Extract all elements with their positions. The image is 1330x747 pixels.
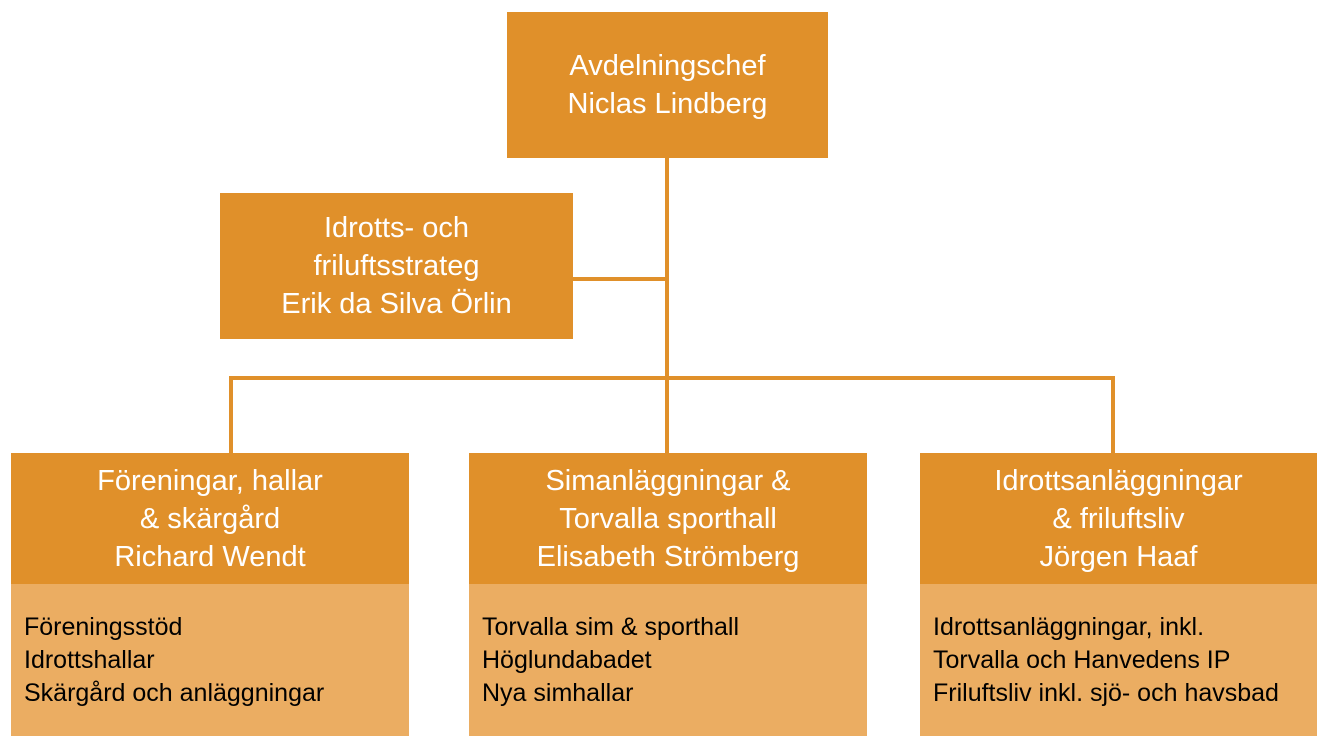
unit-idrottsanlaggningar-header: Idrottsanläggningar & friluftsliv Jörgen… [920,453,1317,584]
unit-foreningar-title-1: Föreningar, hallar [97,464,323,497]
strategist-box: Idrotts- och friluftsstrateg Erik da Sil… [220,193,573,339]
unit-simanlaggningar-manager: Elisabeth Strömberg [536,540,800,573]
unit-simanlaggningar-responsibilities: Torvalla sim & sporthall Höglundabadet N… [469,584,867,736]
unit-idrottsanlaggningar-title-2: & friluftsliv [1052,502,1185,535]
responsibility-item: Nya simhallar [482,679,634,707]
strategist-name: Erik da Silva Örlin [281,288,512,320]
unit-foreningar-manager: Richard Wendt [114,540,306,573]
responsibility-item: Torvalla sim & sporthall [482,613,740,641]
responsibility-item: Höglundabadet [482,646,652,674]
unit-simanlaggningar-title-2: Torvalla sporthall [559,502,777,535]
responsibility-item: Torvalla och Hanvedens IP [933,646,1231,674]
department-head-name: Niclas Lindberg [567,88,768,120]
responsibility-item: Friluftsliv inkl. sjö- och havsbad [933,679,1279,707]
unit-idrottsanlaggningar-title-1: Idrottsanläggningar [994,464,1243,497]
unit-foreningar-responsibilities: Föreningsstöd Idrottshallar Skärgård och… [11,584,409,736]
responsibility-item: Idrottshallar [24,646,155,674]
unit-foreningar: Föreningar, hallar & skärgård Richard We… [11,453,409,736]
responsibility-item: Föreningsstöd [24,613,183,641]
department-head-title: Avdelningschef [569,50,766,82]
responsibility-item: Idrottsanläggningar, inkl. [933,613,1205,641]
unit-foreningar-header: Föreningar, hallar & skärgård Richard We… [11,453,409,584]
unit-simanlaggningar: Simanläggningar & Torvalla sporthall Eli… [469,453,867,736]
unit-idrottsanlaggningar-responsibilities: Idrottsanläggningar, inkl. Torvalla och … [920,584,1317,736]
unit-foreningar-title-2: & skärgård [139,502,281,535]
unit-simanlaggningar-header: Simanläggningar & Torvalla sporthall Eli… [469,453,867,584]
strategist-title-line-2: friluftsstrateg [313,250,480,282]
unit-simanlaggningar-title-1: Simanläggningar & [545,464,791,497]
strategist-title-line-1: Idrotts- och [323,212,470,244]
department-head-box: Avdelningschef Niclas Lindberg [507,12,828,158]
unit-idrottsanlaggningar-manager: Jörgen Haaf [1039,540,1198,573]
unit-idrottsanlaggningar: Idrottsanläggningar & friluftsliv Jörgen… [920,453,1317,736]
responsibility-item: Skärgård och anläggningar [24,679,325,707]
